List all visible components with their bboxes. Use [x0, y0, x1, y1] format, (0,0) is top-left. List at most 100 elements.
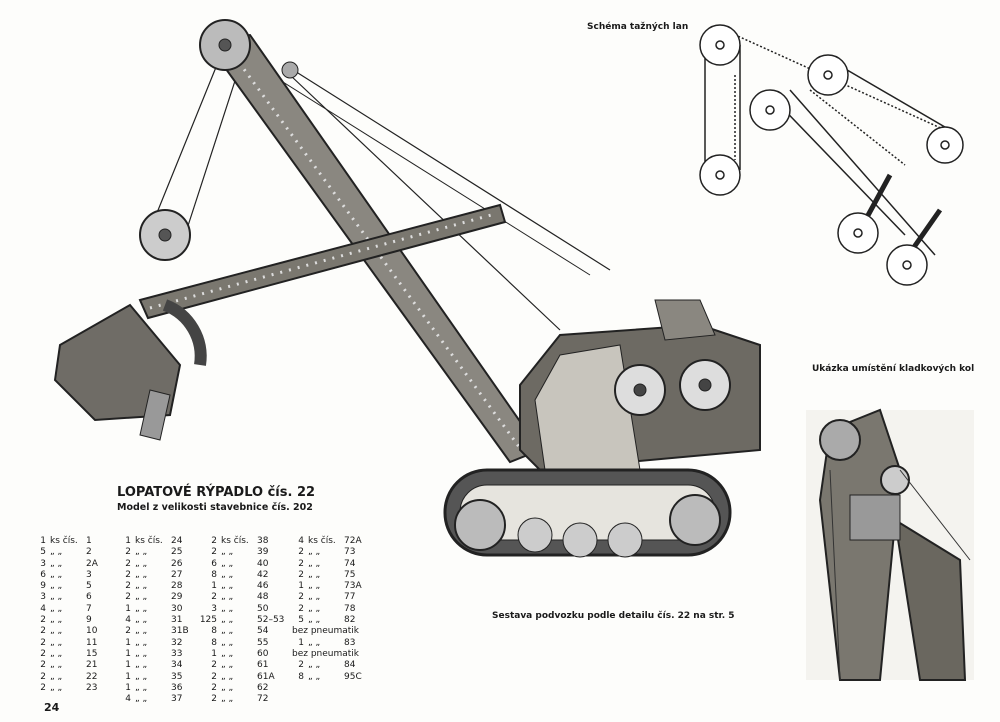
part-unit: „ „ [308, 581, 321, 592]
parts-row: 4 „ „ 31 [109, 615, 211, 626]
parts-row: 125„ „52–53 [195, 615, 297, 626]
part-number: 83 [344, 637, 356, 648]
parts-row: 2„ „62 [195, 683, 297, 694]
part-number: 40 [257, 558, 269, 569]
part-unit: „ „ [50, 637, 63, 648]
pulley-placement-caption: Ukázka umístění kladkových kol [812, 364, 975, 374]
part-number: 52–53 [257, 615, 285, 626]
part-quantity: 1 [298, 637, 304, 648]
part-quantity: 3 [211, 603, 217, 614]
parts-row: 5„ „2 [24, 547, 126, 558]
part-number: 74 [344, 558, 356, 569]
parts-row: 2„ „23 [24, 683, 126, 694]
part-unit: „ „ [308, 592, 321, 603]
part-unit: „ „ [308, 615, 321, 626]
part-number: 75 [344, 569, 356, 580]
part-number: 28 [171, 581, 183, 592]
part-number: 9 [86, 615, 92, 626]
parts-row: 3„ „6 [24, 592, 126, 603]
part-quantity: 8 [211, 626, 217, 637]
part-quantity: 2 [298, 660, 304, 671]
part-unit: „ „ [50, 615, 63, 626]
part-number: 29 [171, 592, 183, 603]
part-number: 11 [86, 637, 98, 648]
part-unit: „ „ [221, 558, 234, 569]
part-unit: „ „ [50, 558, 63, 569]
parts-row: bez pneumatik [282, 649, 384, 660]
excavator-photo [53, 19, 761, 558]
part-number: 24 [171, 536, 183, 546]
parts-row: 8„ „55 [195, 638, 297, 649]
part-quantity: 2 [298, 569, 304, 580]
part-unit: „ „ [221, 569, 234, 580]
part-quantity: 2 [40, 626, 46, 637]
parts-row: 3„ „50 [195, 604, 297, 615]
parts-row: 8„ „54 [195, 626, 297, 637]
part-quantity: 1 [125, 660, 131, 671]
part-unit: „ „ [308, 569, 321, 580]
parts-note: bez pneumatik [292, 626, 360, 637]
part-number: 54 [257, 626, 269, 637]
part-number: 10 [86, 626, 98, 637]
part-unit: „ „ [50, 648, 63, 659]
parts-row: 1„ „35 [109, 672, 211, 683]
part-quantity: 2 [125, 569, 131, 580]
part-unit: „ „ [50, 592, 63, 603]
part-unit: „ „ [135, 615, 148, 626]
part-quantity: 2 [40, 637, 46, 648]
part-number: 72 [257, 694, 269, 705]
parts-row: 2 „ „ 10 [24, 626, 126, 637]
part-unit: „ „ [308, 637, 321, 648]
pulley-detail-photo [806, 408, 974, 681]
parts-row: 3 „ „ 2A [24, 559, 126, 570]
part-unit: „ „ [308, 603, 321, 614]
part-quantity: 3 [40, 558, 46, 569]
part-quantity: 1 [211, 648, 217, 659]
part-number: 31 [171, 615, 183, 626]
part-quantity: 2 [125, 547, 131, 558]
parts-note: bez pneumatik [292, 648, 360, 659]
parts-row: 2„ „77 [282, 592, 384, 603]
parts-row: 2„ „29 [109, 592, 211, 603]
part-unit: „ „ [135, 660, 148, 671]
parts-row: 2 „ „ 75 [282, 570, 384, 581]
part-quantity: 2 [40, 648, 46, 659]
page-number: 24 [44, 701, 60, 714]
part-quantity: 1 [125, 671, 131, 682]
part-number: 73 [344, 547, 356, 558]
part-quantity: 3 [40, 592, 46, 603]
part-quantity: 2 [125, 581, 131, 592]
part-number: 1 [86, 536, 92, 546]
part-quantity: 2 [211, 536, 217, 546]
part-quantity: 4 [125, 615, 131, 626]
part-number: 30 [171, 603, 183, 614]
part-unit: „ „ [221, 660, 234, 671]
part-quantity: 2 [40, 615, 46, 626]
parts-row: 1„ „33 [109, 649, 211, 660]
part-number: 55 [257, 637, 269, 648]
part-unit: „ „ [50, 626, 63, 637]
part-number: 2A [86, 558, 98, 569]
part-unit: „ „ [221, 547, 234, 558]
parts-row: 4„ „7 [24, 604, 126, 615]
part-quantity: 8 [298, 671, 304, 682]
part-number: 34 [171, 660, 183, 671]
part-number: 46 [257, 581, 269, 592]
parts-row: 1„ „73A [282, 581, 384, 592]
part-number: 5 [86, 581, 92, 592]
part-unit: „ „ [50, 660, 63, 671]
part-unit: „ „ [221, 648, 234, 659]
parts-row: 2„ „15 [24, 649, 126, 660]
part-unit: „ „ [135, 648, 148, 659]
part-number: 60 [257, 648, 269, 659]
part-unit: „ „ [50, 603, 63, 614]
part-unit: „ „ [50, 682, 63, 693]
part-number: 77 [344, 592, 356, 603]
part-unit: „ „ [221, 592, 234, 603]
part-quantity: 2 [125, 626, 131, 637]
part-unit: „ „ [221, 581, 234, 592]
part-number: 39 [257, 547, 269, 558]
